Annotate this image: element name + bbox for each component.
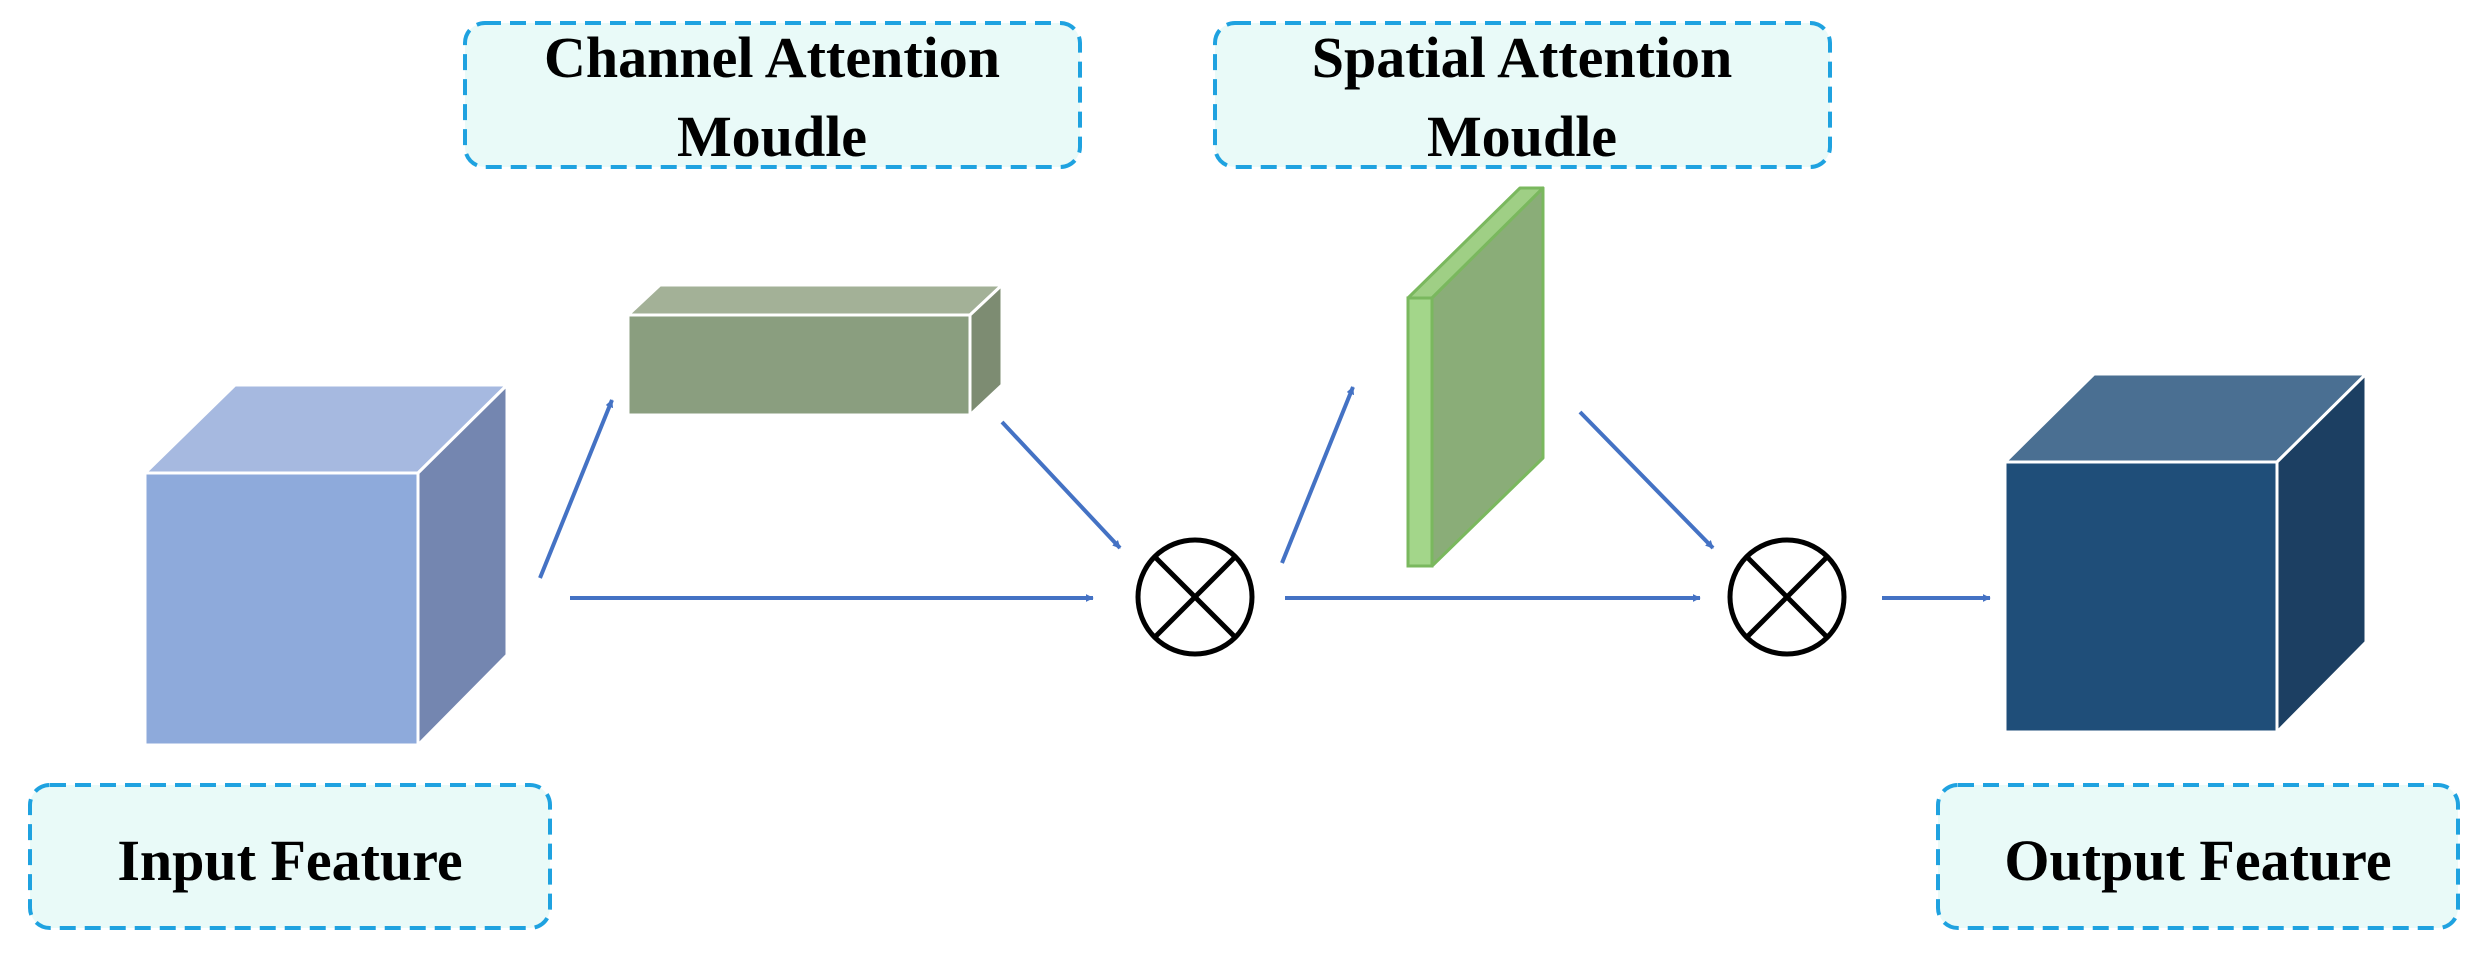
- times-stroke-b: [1745, 555, 1829, 639]
- input-feature-label-box: [28, 783, 552, 930]
- channel-attention-label: Channel Attention Moudle: [463, 21, 1082, 169]
- output-feature-label-text: Output Feature: [2004, 828, 2391, 893]
- times-stroke-b: [1153, 555, 1237, 639]
- spatial-attention-label-box: [1213, 21, 1832, 169]
- input-feature-label-text: Input Feature: [117, 828, 462, 893]
- input-feature-cube: [143, 383, 509, 747]
- arrow-channel-to-multiply-1: [1000, 420, 1122, 550]
- spatial-attention-label: Spatial Attention Moudle: [1213, 21, 1832, 169]
- output-cube-front: [2003, 460, 2279, 734]
- output-feature-cube: [2003, 372, 2368, 734]
- spatial-block-back: [1430, 186, 1545, 568]
- channel-attention-label-box: [463, 21, 1082, 169]
- output-feature-label-box: [1936, 783, 2460, 930]
- spatial-block-front: [1406, 296, 1434, 568]
- arrow-multiply-1-to-spatial: [1280, 386, 1355, 564]
- output-feature-label: Output Feature: [1936, 783, 2460, 930]
- arrow-input-to-channel: [538, 399, 614, 579]
- channel-block-top: [626, 283, 1004, 317]
- channel-attention-block: [626, 283, 1004, 417]
- arrow-spatial-to-multiply-2: [1578, 410, 1715, 550]
- spatial-attention-block: [1406, 186, 1545, 568]
- channel-attention-label-line1: Channel Attention: [544, 25, 1000, 90]
- input-cube-front: [143, 471, 420, 747]
- input-feature-label: Input Feature: [28, 783, 552, 930]
- channel-block-front: [626, 313, 972, 417]
- channel-attention-label-line2: Moudle: [677, 104, 867, 169]
- multiply-operator-2: [1727, 537, 1847, 657]
- spatial-attention-label-line1: Spatial Attention: [1312, 25, 1733, 90]
- multiply-operator-1: [1135, 537, 1255, 657]
- spatial-attention-label-line2: Moudle: [1427, 104, 1617, 169]
